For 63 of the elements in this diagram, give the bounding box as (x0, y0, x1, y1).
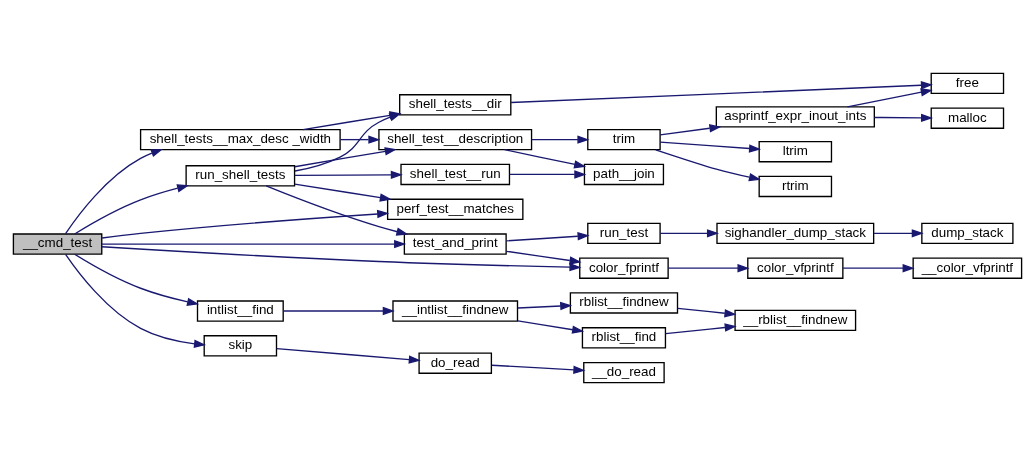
arrow (517, 301, 573, 310)
arrow (531, 134, 590, 144)
arrow (667, 263, 750, 272)
node-box: perf_test__matches (386, 198, 524, 220)
arrow (659, 123, 722, 136)
arrow (101, 209, 390, 239)
node-box: __intlist__findnew (392, 299, 519, 322)
arrow (677, 307, 737, 317)
arrow (294, 182, 392, 202)
node-box: shell_test__run (400, 163, 511, 185)
node-box: test_and_print (403, 232, 507, 255)
node-box: __color_vfprintf (912, 256, 1023, 279)
arrow (873, 113, 934, 122)
node-box: run_shell_tests (185, 164, 296, 186)
arrow (491, 364, 586, 374)
arrow (846, 87, 933, 107)
arrow (282, 306, 395, 315)
arrow (659, 228, 719, 238)
arrow (276, 347, 421, 364)
node-box: __cmd_test (12, 232, 103, 255)
arrow (505, 231, 590, 241)
arrow (64, 253, 207, 348)
arrow (294, 170, 403, 179)
node-box: color_vfprintf (747, 256, 844, 279)
arrow (73, 253, 200, 306)
node-box: trim (587, 128, 661, 150)
node-box: color_fprintf (579, 256, 669, 279)
node-box: run_test (587, 222, 661, 244)
node-box: rtrim (758, 175, 833, 197)
node-box: path__join (583, 163, 665, 185)
arrow (505, 250, 582, 265)
arrow (64, 148, 164, 234)
arrow (73, 183, 190, 235)
node-box: __do_read (583, 361, 665, 383)
node-box: rblist__find (581, 326, 667, 348)
node-box: do_read (418, 352, 493, 374)
arrow (508, 169, 587, 179)
arrow (294, 146, 397, 167)
node-box: __rblist__findnew (734, 309, 857, 331)
arrow (265, 184, 409, 236)
node-box: shell_test__description (378, 128, 533, 150)
node-box: shell_tests__max_desc _width (139, 128, 341, 150)
node-box: skip (203, 334, 278, 357)
arrow (510, 80, 933, 103)
arrow (665, 322, 737, 334)
node-box: intlist__find (196, 299, 284, 322)
arrow (842, 263, 915, 272)
node-box: asprintf_expr_inout_ints (715, 105, 875, 128)
node-box: rblist__findnew (569, 291, 679, 314)
arrow (517, 319, 585, 334)
arrow (659, 140, 762, 153)
node-box: shell_tests__dir (399, 93, 512, 116)
arrow (101, 239, 407, 248)
arrow (503, 148, 587, 168)
node-box: sighandler_dump_stack (716, 222, 875, 244)
arrow (101, 245, 582, 271)
node-box: dump_stack (921, 222, 1014, 244)
node-box: free (930, 72, 1005, 94)
node-box: malloc (930, 107, 1005, 129)
arrow (873, 228, 924, 238)
arrow (655, 148, 761, 181)
arrow (339, 134, 381, 144)
node-box: ltrim (758, 140, 833, 162)
